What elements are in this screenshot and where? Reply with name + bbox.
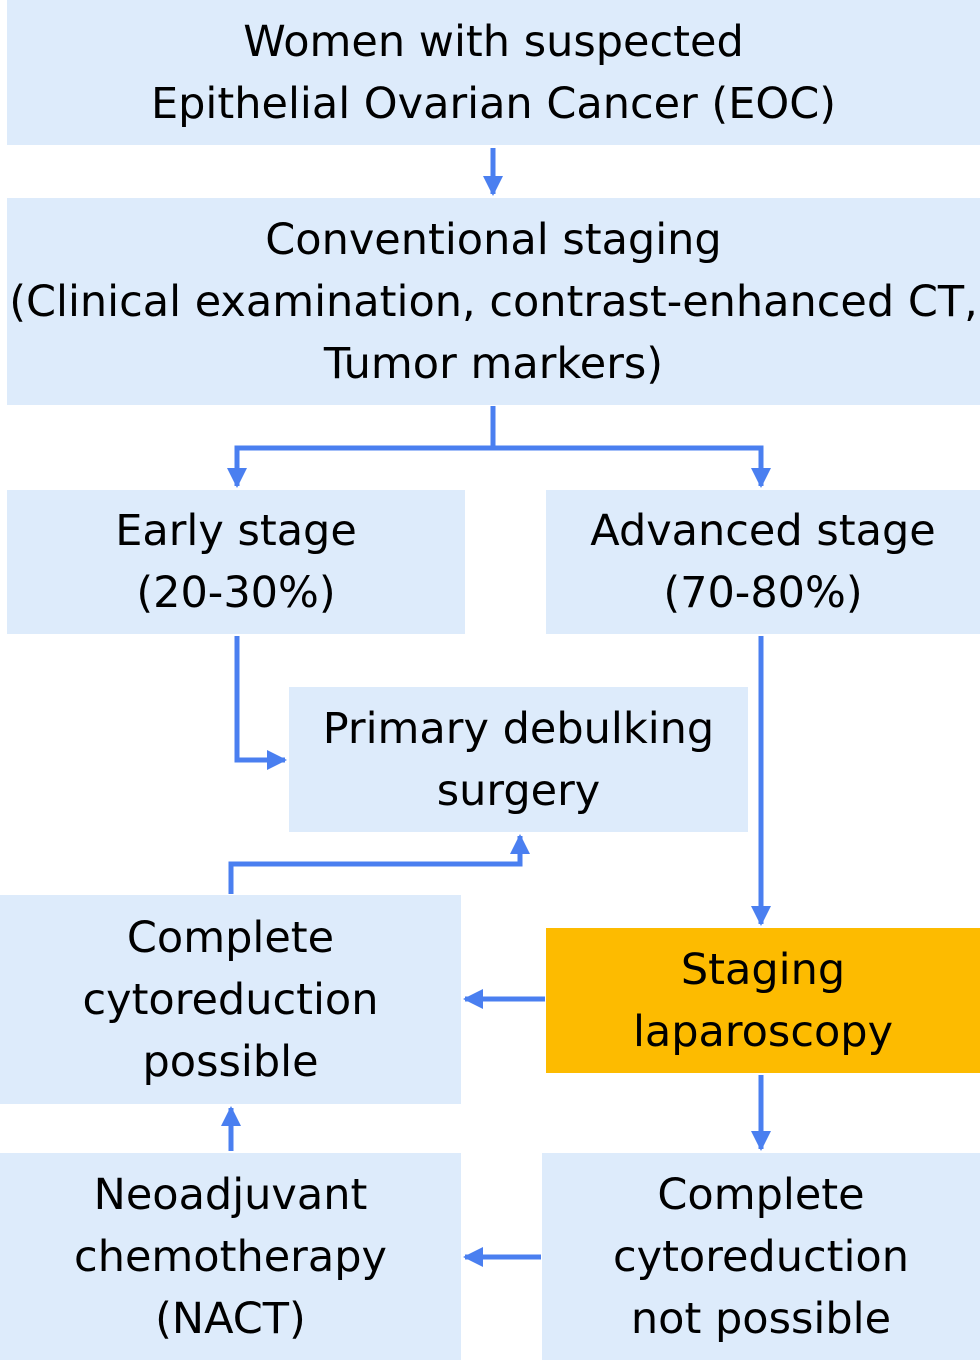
box-label-line: Neoadjuvant: [93, 1169, 368, 1220]
box-label-line: Staging: [680, 944, 846, 995]
box-label-line: Epithelial Ovarian Cancer (EOC): [150, 78, 837, 129]
box-staging-laparoscopy: Staging laparoscopy: [546, 928, 980, 1073]
arrow-conventional-split: [227, 406, 496, 488]
box-advanced-stage: Advanced stage (70-80%): [546, 490, 980, 634]
box-label-line: surgery: [436, 765, 601, 816]
box-label-line: Women with suspected: [243, 16, 744, 67]
box-conventional-staging: Conventional staging (Clinical examinati…: [7, 198, 980, 405]
box-label-line: Complete: [126, 912, 335, 963]
box-label-line: Primary debulking: [322, 703, 715, 754]
box-primary-debulking-surgery: Primary debulking surgery: [289, 687, 748, 832]
box-neoadjuvant-chemotherapy: Neoadjuvant chemotherapy (NACT): [0, 1153, 461, 1360]
box-label-line: Early stage: [115, 506, 357, 556]
box-label-line: Advanced stage: [590, 506, 936, 556]
box-label-line: not possible: [630, 1293, 892, 1344]
arrow-possible-to-primary: [228, 834, 530, 894]
box-label-line: (70-80%): [663, 568, 863, 618]
box-label-line: cytoreduction: [82, 974, 379, 1025]
box-label-line: chemotherapy: [74, 1231, 387, 1282]
box-label-line: cytoreduction: [612, 1231, 909, 1282]
arrow-split-to-advanced: [493, 445, 771, 488]
box-label-line: laparoscopy: [632, 1006, 894, 1057]
box-label-line: (NACT): [155, 1293, 306, 1344]
box-early-stage: Early stage (20-30%): [7, 490, 465, 634]
arrow-early-to-primary: [234, 636, 287, 770]
box-label-line: Conventional staging: [265, 214, 722, 265]
box-label-line: (20-30%): [136, 568, 336, 618]
box-complete-cytoreduction-not-possible: Complete cytoreduction not possible: [542, 1153, 980, 1360]
box-label-line: Tumor markers): [323, 338, 664, 389]
box-label-line: (Clinical examination, contrast-enhanced…: [9, 276, 978, 327]
box-label-line: possible: [142, 1036, 319, 1087]
box-complete-cytoreduction-possible: Complete cytoreduction possible: [0, 895, 461, 1104]
box-label-line: Complete: [657, 1169, 865, 1220]
box-women-suspected-eoc: Women with suspected Epithelial Ovarian …: [7, 0, 980, 145]
